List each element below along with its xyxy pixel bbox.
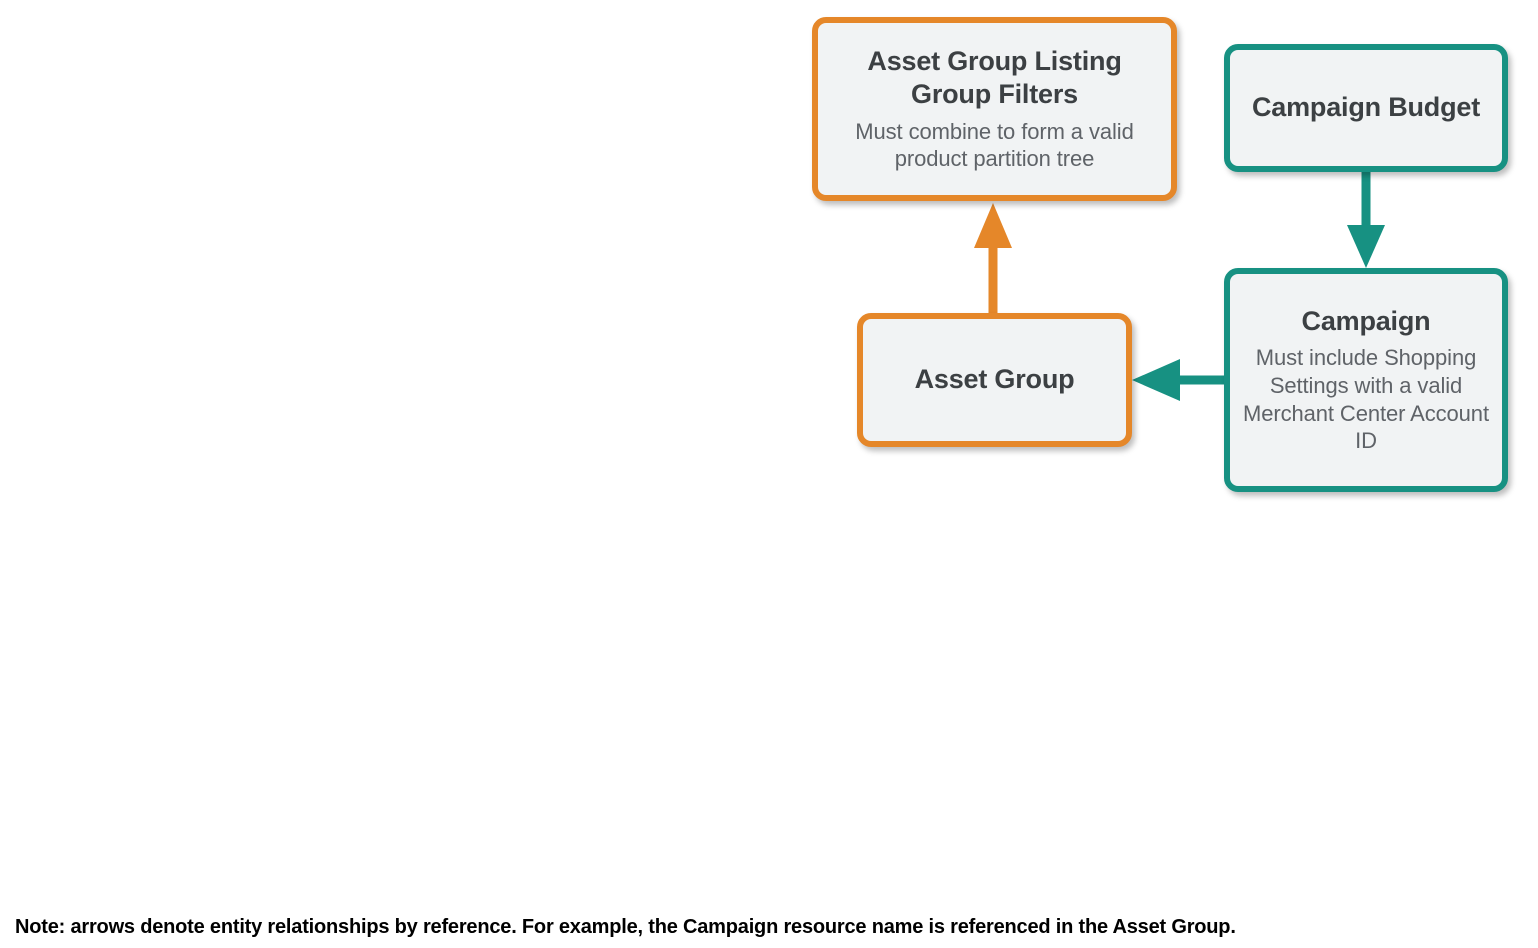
arrow-asset-group-to-listing-group-filters xyxy=(974,203,1012,313)
node-description: Must combine to form a valid product par… xyxy=(855,118,1134,172)
node-asset-group-listing-group-filters[interactable]: Asset Group Listing Group Filters Must c… xyxy=(812,17,1177,201)
arrow-campaign-to-asset-group xyxy=(1132,359,1224,401)
arrow-campaign-budget-to-campaign xyxy=(1347,172,1385,268)
node-title: Asset Group xyxy=(914,364,1075,395)
diagram-footnote: Note: arrows denote entity relationships… xyxy=(15,916,1236,938)
node-campaign-budget[interactable]: Campaign Budget xyxy=(1224,44,1508,172)
node-description: Must include Shopping Settings with a va… xyxy=(1243,345,1489,454)
node-title: Asset Group Listing Group Filters xyxy=(867,45,1122,110)
node-title: Campaign xyxy=(1301,305,1431,336)
node-campaign[interactable]: Campaign Must include Shopping Settings … xyxy=(1224,268,1508,492)
node-title: Campaign Budget xyxy=(1251,92,1480,123)
node-asset-group[interactable]: Asset Group xyxy=(857,313,1132,447)
